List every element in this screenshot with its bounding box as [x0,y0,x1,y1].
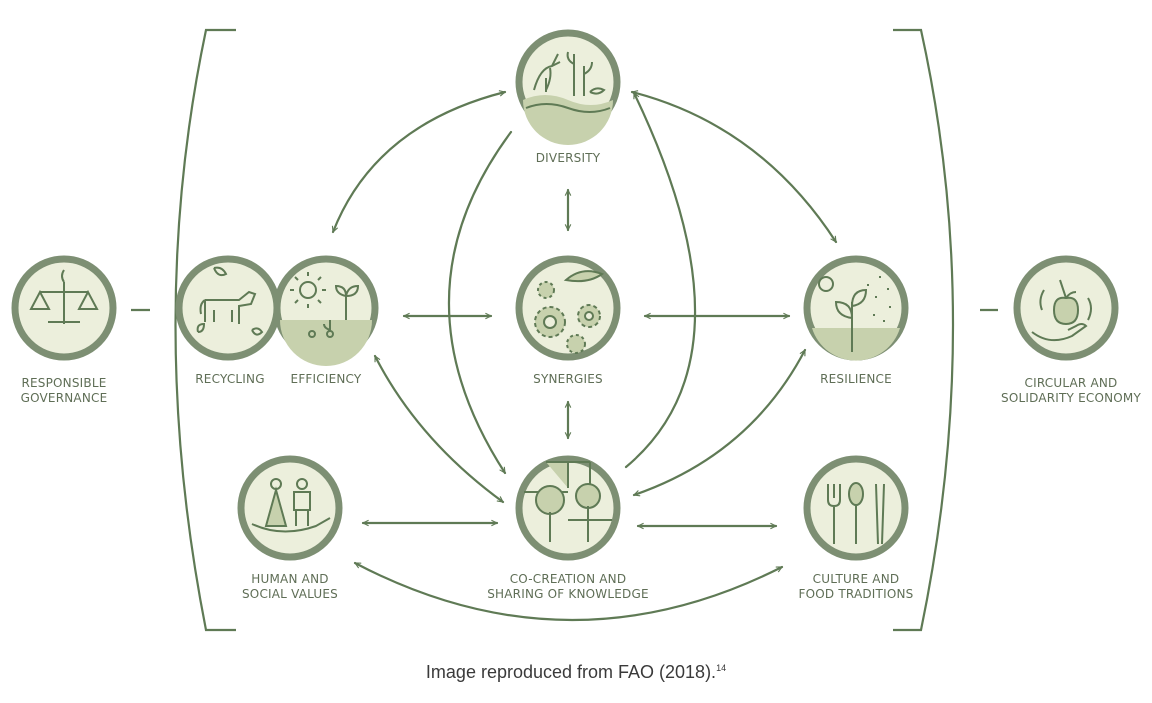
arrow-cocreation-diversity-arc [624,93,697,469]
culture-food-node [803,455,909,561]
efficiency-node [273,255,379,366]
synergies-node [515,255,621,361]
arrow-diversity-cocreation-arc [447,130,513,475]
label-co-creation: CO-CREATION AND SHARING OF KNOWLEDGE [487,572,649,601]
label-synergies: SYNERGIES [533,372,603,386]
responsible-governance-node [11,255,117,361]
hand-and-apple-icon [1031,279,1092,342]
label-circular-economy: CIRCULAR AND SOLIDARITY ECONOMY [1001,376,1141,405]
label-responsible-governance: RESPONSIBLE GOVERNANCE [20,376,108,405]
cow-icon [196,266,264,336]
trees-knowledge-icon [524,461,612,542]
utensils-icon [827,482,885,545]
right-bracket [893,28,955,632]
label-resilience: RESILIENCE [820,372,892,386]
label-recycling: RECYCLING [195,372,265,386]
resilience-node [803,255,909,361]
animal-and-plants-icon [525,51,611,113]
label-human-social-values: HUMAN AND SOCIAL VALUES [241,572,338,601]
arrow-diversity-efficiency [333,92,505,232]
label-culture-food: CULTURE AND FOOD TRADITIONS [798,572,914,601]
diversity-node [515,29,621,145]
arrow-human-culture [355,561,782,622]
human-social-values-node [237,455,343,561]
circular-economy-node [1013,255,1119,361]
sun-and-seedlings-icon [290,272,360,338]
image-caption: Image reproduced from FAO (2018).14 [0,662,1152,683]
arrow-cocreation-resilience [634,350,807,495]
agroecology-diagram [11,28,1119,632]
scales-icon [29,269,99,324]
plant-in-rain-icon [818,276,891,352]
people-icon [251,478,331,533]
co-creation-node [515,455,621,561]
arrow-efficiency-cocreation [373,356,505,504]
arrow-diversity-resilience [632,92,838,244]
caption-text: Image reproduced from FAO (2018). [425,662,717,682]
label-diversity: DIVERSITY [535,151,601,165]
caption-footnote: 14 [716,663,727,673]
label-efficiency: EFFICIENCY [290,372,362,386]
left-bracket [174,28,236,632]
gears-icon [534,270,605,354]
recycling-node [175,255,281,361]
